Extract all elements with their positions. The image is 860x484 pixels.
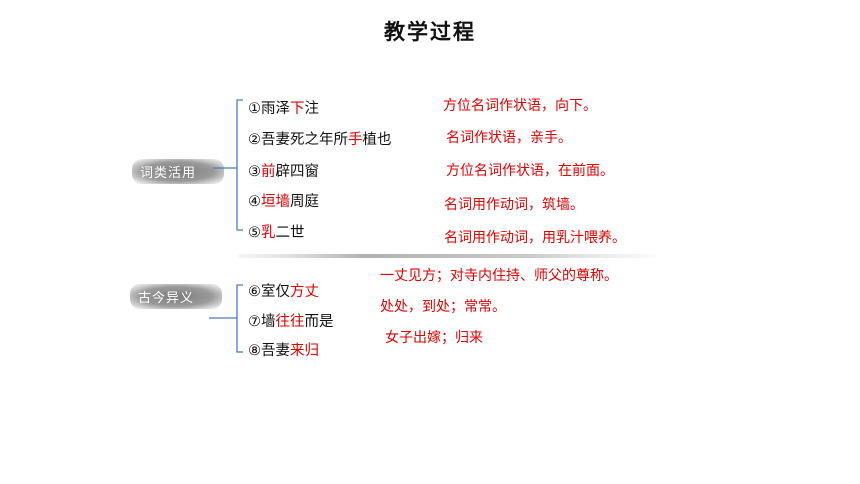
bracket-section1: [213, 99, 243, 231]
item-5: ⑤乳二世: [248, 225, 305, 241]
page-title: 教学过程: [384, 20, 476, 44]
item-7: ⑦墙往往而是: [248, 314, 334, 330]
answer-4: 名词用作动词，筑墙。: [444, 197, 584, 213]
item-6: ⑥室仅方丈: [248, 284, 319, 300]
item-8: ⑧吾妻来归: [248, 343, 319, 359]
answer-8: 女子出嫁；归来: [385, 330, 483, 346]
category-label-ancient-modern: 古今异义: [130, 284, 222, 309]
answer-7: 处处，到处；常常。: [380, 299, 506, 315]
section-divider: [238, 254, 658, 258]
answer-5: 名词用作动词，用乳汁喂养。: [444, 230, 626, 246]
category-label-word-class: 词类活用: [132, 159, 224, 184]
answer-6: 一丈见方；对寺内住持、师父的尊称。: [380, 268, 618, 284]
item-4: ④垣墙周庭: [248, 194, 319, 210]
item-1: ①雨泽下注: [248, 101, 319, 117]
item-3: ③前辟四窗: [248, 164, 319, 180]
answer-2: 名词作状语，亲手。: [446, 130, 572, 146]
answer-1: 方位名词作状语，向下。: [443, 98, 597, 114]
answer-3: 方位名词作状语，在前面。: [446, 163, 614, 179]
bracket-section2: [209, 284, 243, 353]
item-2: ②吾妻死之年所手植也: [248, 132, 392, 148]
